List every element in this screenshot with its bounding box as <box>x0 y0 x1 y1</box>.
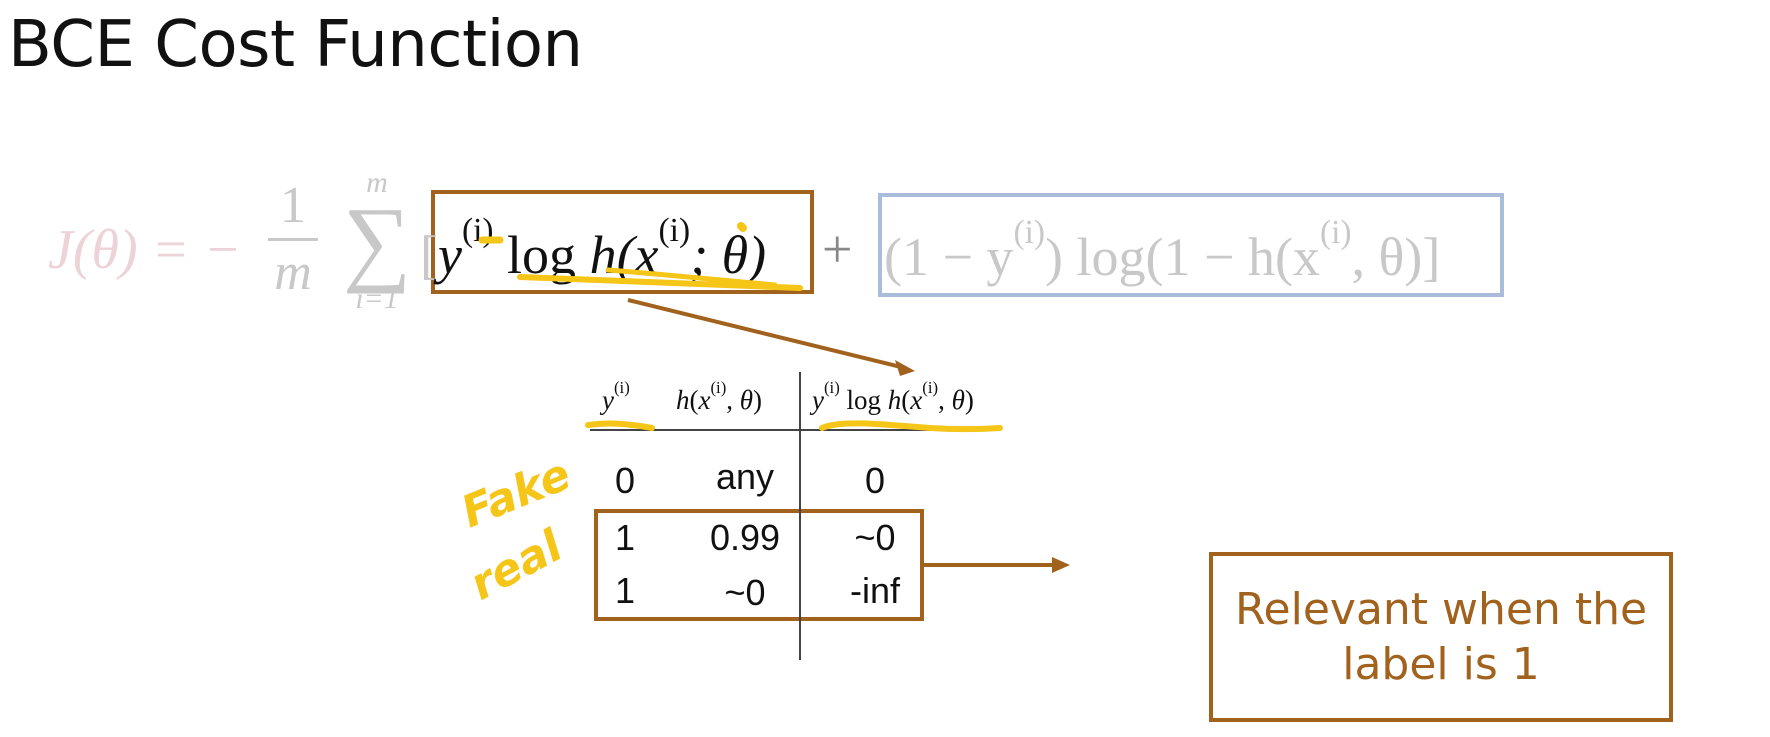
arrow-formula-to-table <box>627 298 906 370</box>
table-cell: 0 <box>614 460 636 501</box>
relevance-callout: Relevant when the label is 1 <box>1209 552 1673 722</box>
page-title: BCE Cost Function <box>8 8 583 82</box>
table-cell: 1 <box>614 517 636 558</box>
table-cell: 1 <box>614 570 636 611</box>
table-header-y: y(i) <box>602 378 630 415</box>
formula-fraction: 1 m <box>268 180 318 299</box>
highlight-stroke <box>585 420 655 431</box>
formula-sum: m ∑ i=1 <box>342 166 412 316</box>
highlight-stroke <box>517 274 803 291</box>
table-cell: ~0 <box>854 517 896 558</box>
highlight-stroke <box>819 420 1003 433</box>
table-cell: ~0 <box>724 572 766 613</box>
table-header-h: h(x(i), θ) <box>676 378 763 415</box>
formula-plus: + <box>822 219 853 279</box>
term1-highlight-box <box>431 190 814 294</box>
arrow-head <box>895 360 915 376</box>
table-cell: 0 <box>864 460 886 501</box>
table-cell: -inf <box>849 570 900 611</box>
term2-highlight-box <box>878 193 1504 297</box>
highlight-stroke <box>737 222 747 232</box>
formula-lhs: J(θ) = − <box>48 219 242 281</box>
real-rows-highlight-box <box>594 509 924 621</box>
formula-term2: (1 − y(i)) log(1 − h(x(i), θ)] <box>884 214 1441 287</box>
table-cell: 0.99 <box>709 517 781 558</box>
highlight-stroke <box>605 267 778 288</box>
arrow-head <box>1052 557 1070 573</box>
table-cell: any <box>715 456 775 497</box>
table-header-product: y(i) log h(x(i), θ) <box>812 378 974 415</box>
